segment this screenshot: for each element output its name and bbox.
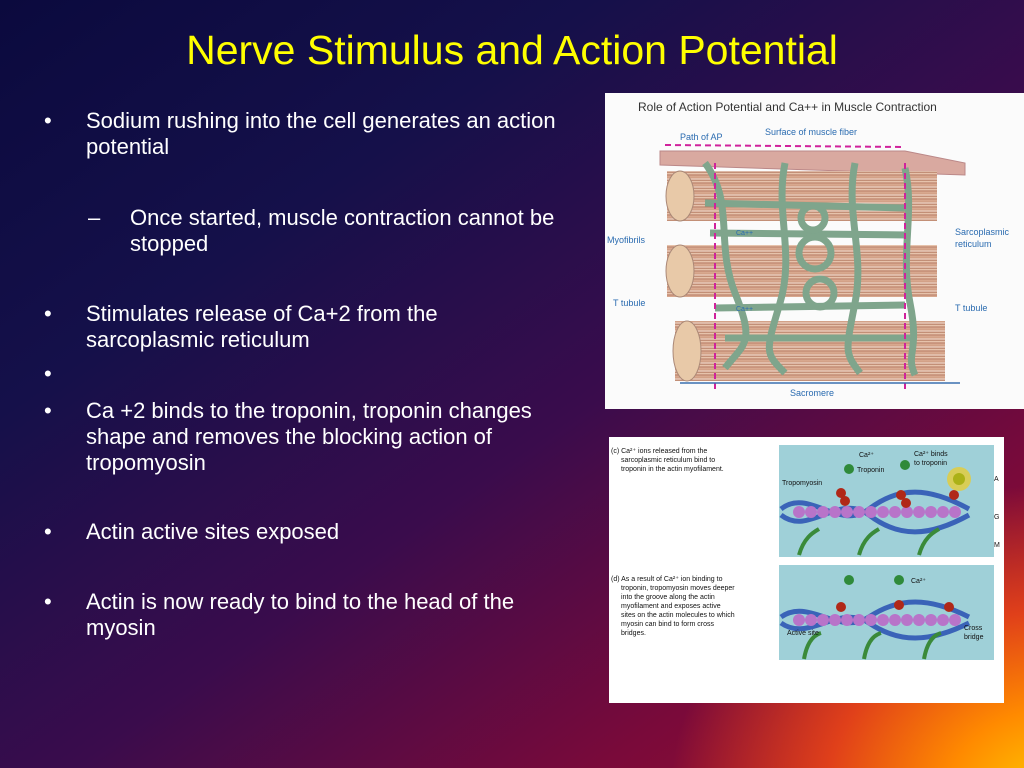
bullet-text: Ca +2 binds to the troponin, troponin ch…	[86, 398, 532, 475]
actin-filament-d	[779, 575, 971, 660]
label-surface: Surface of muscle fiber	[765, 127, 857, 137]
sarcoplasmic-reticulum-network	[702, 160, 919, 377]
label-tropomyosin: Tropomyosin	[782, 480, 822, 487]
actin-filament-c	[779, 460, 971, 556]
label-sr-line2: reticulum	[955, 239, 992, 249]
label-sr-line1: Sarcoplasmic	[955, 227, 1010, 237]
label-edge-g: G	[994, 514, 999, 521]
label-ca-binds-2: to troponin	[914, 460, 947, 467]
slide-title: Nerve Stimulus and Action Potential	[186, 27, 838, 73]
label-ca-2: Ca++	[736, 306, 753, 313]
svg-text:bridges.: bridges.	[621, 630, 646, 637]
label-edge-m: M	[994, 542, 1000, 549]
label-path-of-ap: Path of AP	[680, 132, 723, 142]
svg-text:myofilament and exposes active: myofilament and exposes active	[621, 603, 721, 610]
bullet-text: Once started, muscle contraction cannot …	[130, 205, 555, 256]
label-cross-1: Cross	[964, 625, 983, 632]
label-active-site: Active site	[787, 630, 819, 637]
label-myofibrils: Myofibrils	[607, 235, 646, 245]
svg-text:sites on the actin molecules t: sites on the actin molecules to which	[621, 612, 735, 619]
myofibril-bottom	[675, 321, 945, 381]
svg-text:troponin, tropomyosin moves de: troponin, tropomyosin moves deeper	[621, 585, 735, 592]
dash-marker: –	[88, 205, 101, 230]
label-edge-a: A	[994, 476, 999, 483]
bullet-marker: •	[44, 519, 52, 544]
fibril-end	[672, 320, 702, 382]
troponin-diagram: (c) Ca²⁺ ions released from the sarcopla…	[609, 437, 1004, 703]
muscle-fiber-diagram: Role of Action Potential and Ca++ in Mus…	[605, 93, 1024, 409]
fibril-end	[665, 244, 695, 298]
figure1-title: Role of Action Potential and Ca++ in Mus…	[638, 100, 937, 114]
label-ca-mid: Ca²⁺	[911, 578, 926, 585]
label-ca-binds-1: Ca²⁺ binds	[914, 451, 948, 458]
label-troponin: Troponin	[857, 467, 884, 474]
caption-d: (d) As a result of Ca²⁺ ion binding to t…	[611, 576, 735, 637]
bullet-text: Sodium rushing into the cell generates a…	[86, 108, 556, 159]
svg-text:myosin can bind to form cross: myosin can bind to form cross	[621, 621, 714, 628]
membrane-surface	[659, 150, 966, 176]
svg-text:(d) As a result of Ca²⁺ ion bi: (d) As a result of Ca²⁺ ion binding to	[611, 576, 723, 583]
label-ca-1: Ca++	[736, 230, 753, 237]
bullet-marker: •	[44, 589, 52, 614]
bullet-text: Actin is now ready to bind to the head o…	[86, 589, 515, 640]
svg-text:troponin in the actin myofilam: troponin in the actin myofilament.	[621, 466, 724, 473]
bullet-marker: •	[44, 361, 52, 386]
svg-text:(c) Ca²⁺ ions released from th: (c) Ca²⁺ ions released from the	[611, 448, 707, 455]
label-ca-top: Ca²⁺	[859, 452, 874, 459]
bullet-marker: •	[44, 108, 52, 133]
bullet-marker: •	[44, 301, 52, 326]
fibril-end	[665, 170, 695, 222]
label-sarcomere: Sacromere	[790, 388, 834, 398]
label-cross-2: bridge	[964, 634, 984, 641]
caption-c: (c) Ca²⁺ ions released from the sarcopla…	[611, 448, 724, 473]
label-t-tubule-left: T tubule	[613, 298, 645, 308]
bullet-text: Actin active sites exposed	[86, 519, 340, 544]
ap-path-line	[664, 144, 906, 148]
svg-text:into the groove along the acti: into the groove along the actin	[621, 594, 715, 601]
svg-text:sarcoplasmic reticulum bind to: sarcoplasmic reticulum bind to	[621, 457, 715, 464]
bullet-marker: •	[44, 398, 52, 423]
label-t-tubule-right: T tubule	[955, 303, 987, 313]
bullet-text: Stimulates release of Ca+2 from the sarc…	[86, 301, 438, 352]
